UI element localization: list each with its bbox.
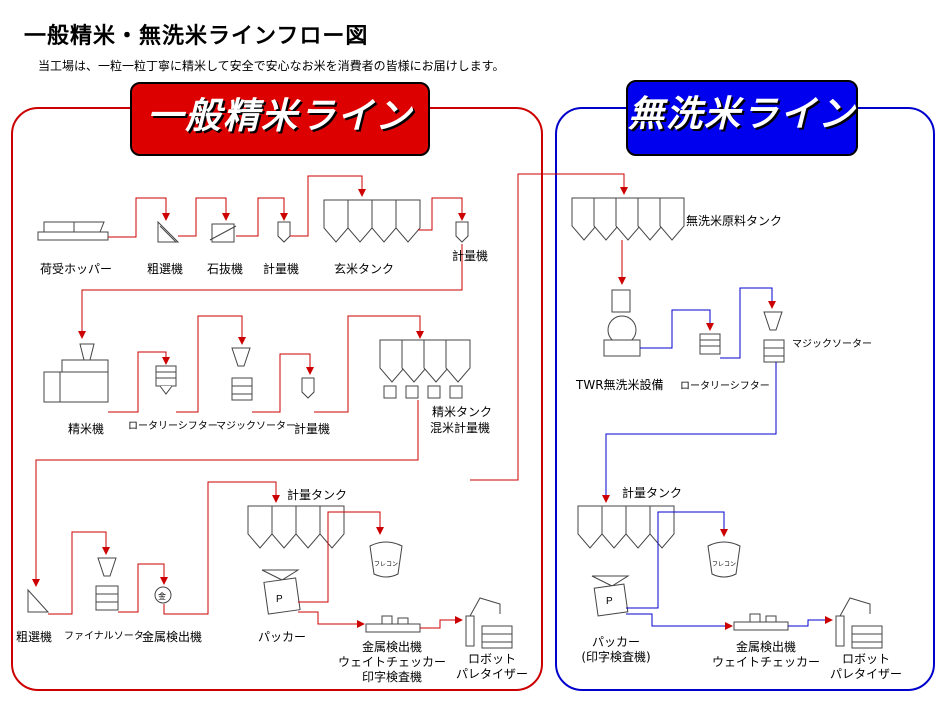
raw-tank-icon [571,197,685,241]
label-rotary-sifter: ロータリーシフター [128,421,218,432]
label-magic-sorter-2: マジックソーター [792,339,872,350]
label-checker-1: 金属検出機 [361,640,422,654]
label-milling-machine: 精米機 [68,422,105,436]
blend-scale-icons [383,385,463,399]
final-sorter-icon [95,557,119,611]
label-robot-2: ロボット [841,652,890,666]
label-checker-2: ウェイトチェッカー [337,655,446,669]
packer-mark: P [276,594,283,605]
rough-separator-icon-2 [27,588,50,613]
robot-palletizer-icon-2 [835,597,883,649]
label-blend-scale: 混米計量機 [430,421,491,435]
flecon-text: フレコン [374,561,398,568]
page-title: 一般精米・無洗米ラインフロー図 [24,24,369,49]
general-flow-lines [32,173,628,629]
label-checker-2a: 金属検出機 [735,640,796,654]
twr-equipment-icon [603,289,641,357]
label-polished-tank: 精米タンク [432,405,493,419]
scale-icon-2 [455,221,469,243]
label-scale-tank: 計量タンク [287,488,348,502]
label-scale-2: 計量機 [452,249,489,263]
label-raw-tank: 無洗米原料タンク [686,214,783,228]
label-hopper: 荷受ホッパー [40,262,113,276]
label-rough-separator: 粗選機 [147,262,184,276]
label-rotary-sifter-2: ロータリーシフター [680,381,770,392]
musenmai-line-badge: 無洗米ライン [626,80,858,156]
general-line-badge: 一般精米ライン [130,82,430,156]
label-robot: ロボット [467,652,516,666]
magic-sorter-icon [231,347,253,401]
metal-mark: 金 [158,591,166,601]
musenmai-flow-lines [602,240,833,630]
page-subtitle: 当工場は、一粒一粒丁寧に精米して安全で安心なお米を消費者の皆様にお届けします。 [38,59,505,73]
flecon-icon [369,541,403,578]
label-packer: パッカー [258,630,307,644]
checker-conveyor-icon [365,615,421,633]
label-palletizer: パレタイザー [455,667,528,681]
label-twr: TWR無洗米設備 [576,378,664,392]
label-scale-tank-2: 計量タンク [622,486,683,500]
rotary-sifter-icon [155,365,177,395]
metal-detector-icon [154,586,172,604]
label-checker-2b: ウェイトチェッカー [711,655,820,669]
label-packer-2a: パッカー [591,635,640,649]
flecon-text-2: フレコン [712,561,736,568]
label-magic-sorter: マジックソーター [216,421,296,432]
hopper-icon [37,221,109,241]
rough-separator-icon [157,220,180,243]
label-metal-detector: 金属検出機 [142,630,203,644]
label-scale-1: 計量機 [263,262,300,276]
label-brown-rice-tank: 玄米タンク [334,262,395,276]
label-checker-3: 印字検査機 [361,670,422,684]
scale-icon-3 [301,377,315,399]
rotary-sifter-icon-2 [699,333,721,355]
label-final-sorter: ファイナルソーター [64,631,154,642]
flecon-icon-2 [707,541,741,578]
packer-mark-2: P [606,596,613,607]
milling-machine-icon [43,343,109,403]
label-packer-2b: (印字検査機) [581,650,651,664]
label-scale-3: 計量機 [294,422,331,436]
stone-remover-icon [209,223,237,243]
label-rough-separator-2: 粗選機 [16,630,53,644]
packer-icon [261,569,301,615]
polished-rice-tank-icon [379,339,471,383]
scale-icon-1 [277,221,291,243]
checker-conveyor-icon-2 [733,613,789,631]
label-palletizer-2: パレタイザー [829,667,902,681]
magic-sorter-icon-2 [763,311,785,363]
robot-palletizer-icon [465,597,513,649]
packer-icon-2 [591,575,630,617]
label-stone-remover: 石抜機 [207,262,244,276]
brown-rice-tank-icon [323,199,421,243]
